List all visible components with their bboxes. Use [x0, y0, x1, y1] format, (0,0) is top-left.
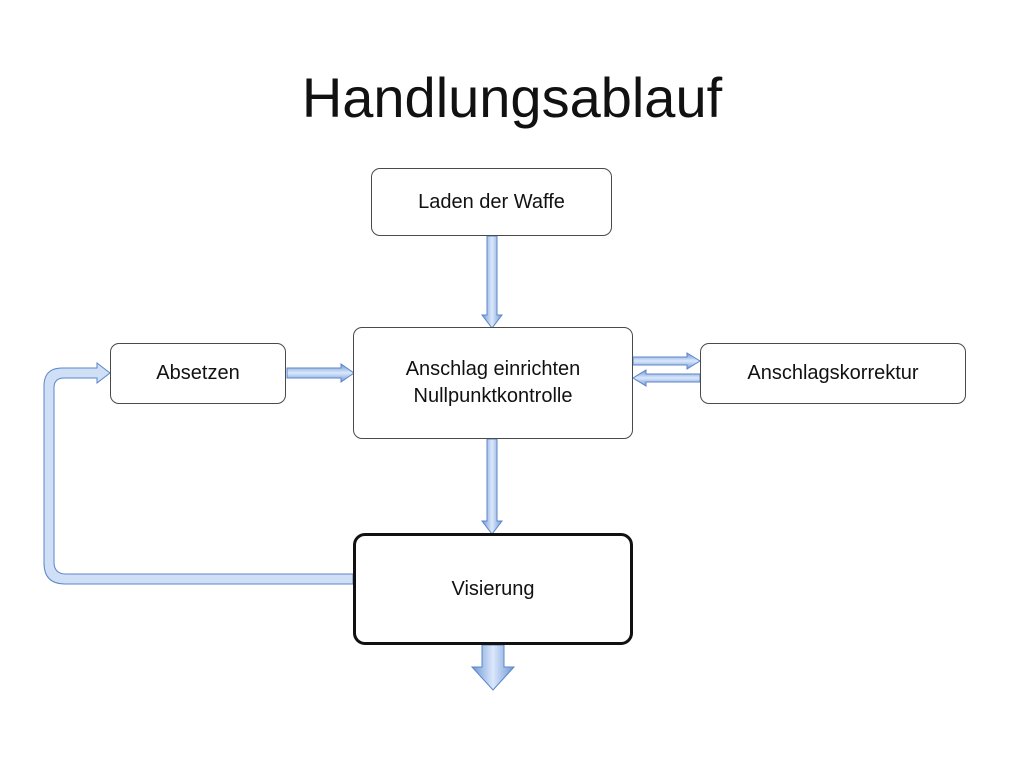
node-laden-der-waffe: Laden der Waffe: [371, 168, 612, 236]
node-label: Laden der Waffe: [418, 190, 565, 213]
page-title: Handlungsablauf: [301, 66, 723, 129]
node-label: Absetzen: [156, 362, 240, 384]
arrow-anschlag-to-visierung: [480, 438, 504, 535]
node-visierung: Visierung: [353, 533, 633, 645]
node-absetzen: Absetzen: [110, 343, 286, 404]
arrow-visierung-output: [470, 644, 516, 691]
node-label: Visierung: [451, 577, 535, 600]
arrow-visierung-to-absetzen: [43, 361, 354, 585]
arrow-korrektur-to-anschlag: [632, 369, 701, 387]
node-label-line1: Anschlag einrichten: [405, 358, 581, 380]
node-anschlag-einrichten: Anschlag einrichten Nullpunktkontrolle: [353, 327, 633, 439]
node-label-line2: Nullpunktkontrolle: [413, 385, 573, 407]
arrow-anschlag-to-korrektur: [632, 352, 701, 370]
arrow-absetzen-to-anschlag: [286, 363, 355, 383]
node-anschlagskorrektur: Anschlagskorrektur: [700, 343, 966, 404]
arrow-laden-to-anschlag: [480, 235, 504, 329]
node-label: Anschlagskorrektur: [747, 362, 919, 384]
